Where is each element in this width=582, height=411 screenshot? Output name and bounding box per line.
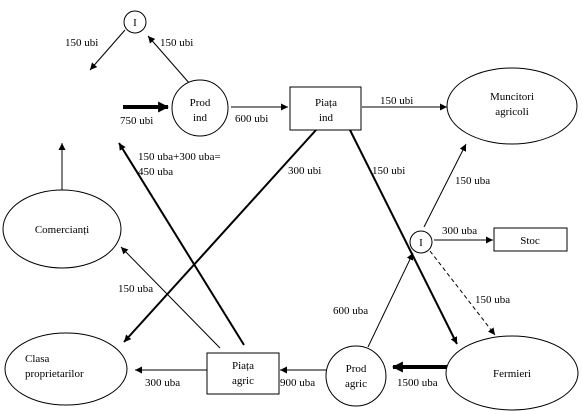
flow-label-input-to-prod-ind: 750 ubi — [120, 115, 153, 127]
flow-labels: 150 ubi 150 ubi 750 ubi 600 ubi 150 ubi … — [65, 37, 510, 389]
flow-label-prod-ind-to-top-i: 150 ubi — [160, 37, 193, 49]
label-muncitori-line2: agricoli — [495, 106, 529, 118]
node-piata-ind — [289, 86, 362, 131]
node-mid-i — [409, 230, 433, 254]
flow-label-mid-i-to-fermieri: 150 uba — [475, 294, 510, 306]
node-clasa-proprietarilor — [4, 332, 128, 406]
node-muncitori-agricoli — [446, 67, 578, 145]
flow-label-piata-agric-to-comercianti: 150 uba — [118, 283, 153, 295]
label-prod-agric-line2: agric — [345, 378, 367, 390]
label-clasa-line2: proprietarilor — [25, 368, 84, 380]
flow-label-prod-agric-to-mid-i: 600 uba — [333, 305, 368, 317]
arrow-mid-i-to-muncitori — [423, 143, 467, 228]
arrow-mid-i-to-fermieri — [429, 250, 496, 336]
flow-label-piata-agric-to-prod-ind-line1: 150 uba+300 uba= — [138, 151, 221, 163]
arrow-prod-ind-to-top-i — [147, 35, 191, 85]
arrow-piata-agric-to-prod-ind — [118, 142, 245, 346]
label-piata-ind-line1: Piața — [315, 97, 337, 109]
flow-label-piata-agric-to-clasa: 300 uba — [145, 377, 180, 389]
node-prod-agric — [325, 345, 387, 407]
flow-label-prod-agric-to-piata-agric: 900 uba — [280, 377, 315, 389]
label-piata-agric-line2: agric — [232, 375, 254, 387]
flow-label-piata-ind-to-fermieri: 150 ubi — [372, 165, 405, 177]
arrow-top-i-to-left — [89, 29, 126, 71]
node-stoc — [493, 227, 568, 252]
node-labels: I Prod ind Piața ind Muncitori agricoli … — [25, 17, 540, 390]
label-mid-i: I — [419, 237, 423, 249]
label-piata-agric-line1: Piața — [232, 360, 254, 372]
label-piata-ind-line2: ind — [319, 112, 334, 124]
arrow-prod-agric-to-mid-i — [367, 252, 414, 348]
label-muncitori-line1: Muncitori — [490, 91, 534, 103]
label-stoc: Stoc — [520, 235, 540, 247]
flow-arrows — [58, 29, 496, 374]
node-fermieri — [445, 335, 579, 411]
label-fermieri: Fermieri — [493, 368, 531, 380]
label-clasa-line1: Clasa — [25, 353, 50, 365]
node-top-i — [123, 10, 147, 34]
flow-label-prod-ind-to-piata-ind: 600 ubi — [235, 113, 268, 125]
node-comercianti — [2, 189, 122, 269]
node-piata-agric — [206, 352, 280, 395]
arrow-piata-ind-to-clasa — [123, 129, 317, 343]
label-top-i: I — [133, 17, 137, 29]
label-prod-ind-line2: ind — [193, 112, 208, 124]
label-prod-ind-line1: Prod — [190, 97, 211, 109]
flow-label-piata-ind-to-clasa: 300 ubi — [288, 165, 321, 177]
flow-label-mid-i-to-muncitori: 150 uba — [455, 175, 490, 187]
flow-label-piata-ind-to-muncitori: 150 ubi — [380, 95, 413, 107]
nodes — [2, 10, 579, 411]
arrow-piata-agric-to-comercianti — [120, 246, 221, 349]
arrow-piata-ind-to-fermieri — [349, 129, 458, 345]
flow-label-piata-agric-to-prod-ind-line2: 450 uba — [138, 166, 173, 178]
flow-label-top-i-left: 150 ubi — [65, 37, 98, 49]
label-comercianti: Comercianți — [35, 224, 89, 236]
flow-label-fermieri-to-prod-agric: 1500 uba — [397, 377, 438, 389]
node-prod-ind — [171, 79, 229, 137]
flow-label-mid-i-to-stoc: 300 uba — [442, 225, 477, 237]
label-prod-agric-line1: Prod — [346, 363, 367, 375]
